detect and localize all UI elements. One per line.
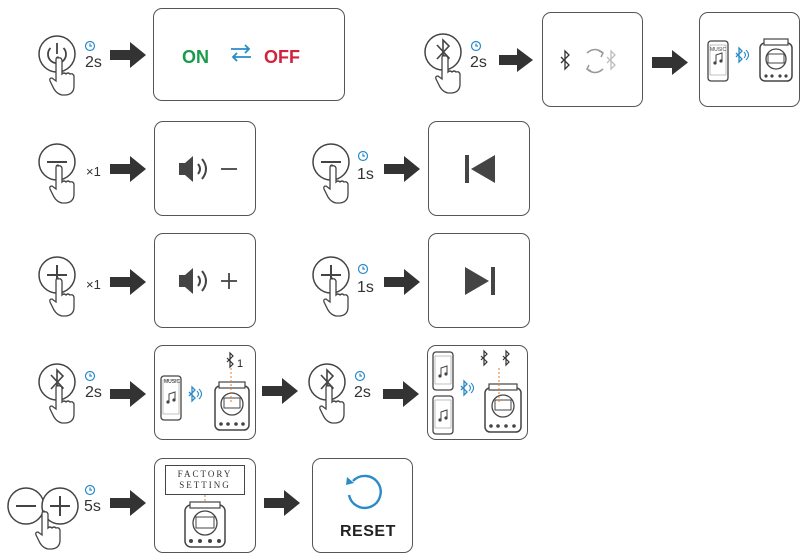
next-track-icon	[465, 267, 495, 295]
minus-icon	[7, 487, 45, 525]
phone-label: MUSIC	[164, 379, 181, 385]
speaker-icon	[179, 156, 237, 182]
multi-pair-duration-a: 2s	[85, 384, 102, 401]
bluetooth-button-press	[38, 363, 76, 424]
minus-plus-combo-press	[7, 487, 79, 550]
minus-button-hold	[312, 143, 350, 204]
pointing-hand-icon	[319, 384, 345, 424]
right-arrow-icon	[384, 156, 420, 182]
factory-setting-screen: FACTORY SETTING	[165, 465, 245, 495]
dual-device-pair-panel	[427, 345, 528, 440]
volume-up-panel	[154, 233, 256, 328]
plus-button-hold	[312, 256, 350, 317]
volume-down-count: ×1	[86, 164, 101, 179]
bluetooth-button-press	[424, 33, 462, 94]
right-arrow-icon	[652, 50, 688, 75]
pointing-hand-icon	[49, 277, 75, 317]
phone-icon	[707, 40, 729, 82]
speaker-icon	[179, 268, 237, 294]
bt-paired-panel: MUSIC	[699, 12, 800, 107]
on-label: ON	[182, 47, 209, 67]
phone-to-device-icon: MUSIC	[707, 38, 793, 82]
next-track-panel	[428, 233, 530, 328]
factory-line2: SETTING	[179, 480, 231, 490]
power-duration: 2s	[85, 54, 102, 71]
power-button-press	[38, 35, 76, 96]
reset-icon	[346, 474, 382, 510]
pointing-hand-icon	[49, 384, 75, 424]
bt-searching-icon	[560, 48, 616, 74]
single-device-pair-panel: 1 MUSIC	[154, 345, 256, 440]
factory-line1: FACTORY	[177, 469, 233, 479]
radio-device-icon	[184, 495, 226, 548]
toggle-arrows-icon	[231, 44, 251, 62]
pairing-duration: 2s	[470, 54, 487, 71]
phone-to-device-icon	[160, 351, 250, 431]
reset-label: RESET	[340, 523, 396, 540]
next-duration: 1s	[357, 279, 374, 296]
off-label: OFF	[264, 47, 300, 67]
right-arrow-icon	[110, 490, 146, 516]
radio-device-icon	[484, 383, 522, 433]
right-arrow-icon	[110, 42, 146, 68]
multi-pair-duration-b: 2s	[354, 384, 371, 401]
prev-track-panel	[428, 121, 530, 216]
minus-button-press	[38, 143, 76, 204]
clock-icon	[470, 40, 482, 52]
clock-icon	[84, 370, 96, 382]
clock-icon	[357, 150, 369, 162]
volume-down-panel	[154, 121, 256, 216]
pointing-hand-icon	[35, 510, 61, 550]
phone-icon	[160, 375, 182, 421]
plus-button-press	[38, 256, 76, 317]
right-arrow-icon	[383, 381, 419, 407]
right-arrow-icon	[499, 48, 533, 72]
radio-device-icon	[759, 38, 793, 82]
bt-searching-panel	[542, 12, 643, 107]
right-arrow-icon	[264, 490, 300, 516]
factory-setting-panel: FACTORY SETTING	[154, 458, 256, 553]
clock-icon	[357, 263, 369, 275]
plus-icon	[41, 487, 79, 525]
phone-icon	[432, 395, 454, 435]
factory-duration: 5s	[84, 498, 101, 515]
prev-duration: 1s	[357, 166, 374, 183]
minus-icon	[312, 143, 350, 181]
bt-index: 1	[237, 358, 244, 370]
clock-icon	[84, 484, 96, 496]
pointing-hand-icon	[323, 164, 349, 204]
right-arrow-icon	[110, 381, 146, 407]
reset-panel: RESET	[312, 458, 413, 553]
two-phones-to-device-icon	[432, 349, 522, 435]
volume-up-count: ×1	[86, 277, 101, 292]
pointing-hand-icon	[323, 277, 349, 317]
bluetooth-button-press	[308, 363, 346, 424]
right-arrow-icon	[262, 378, 298, 404]
phone-label: MUSIC	[710, 47, 727, 53]
previous-track-icon	[465, 155, 495, 183]
right-arrow-icon	[384, 269, 420, 295]
power-icon	[38, 35, 76, 73]
pointing-hand-icon	[49, 164, 75, 204]
right-arrow-icon	[110, 156, 146, 182]
pointing-hand-icon	[435, 54, 461, 94]
power-toggle-panel: ON OFF	[153, 8, 345, 101]
clock-icon	[354, 370, 366, 382]
pointing-hand-icon	[49, 56, 75, 96]
clock-icon	[84, 40, 96, 52]
phone-icon	[432, 351, 454, 391]
radio-device-icon	[214, 381, 250, 431]
right-arrow-icon	[110, 269, 146, 295]
